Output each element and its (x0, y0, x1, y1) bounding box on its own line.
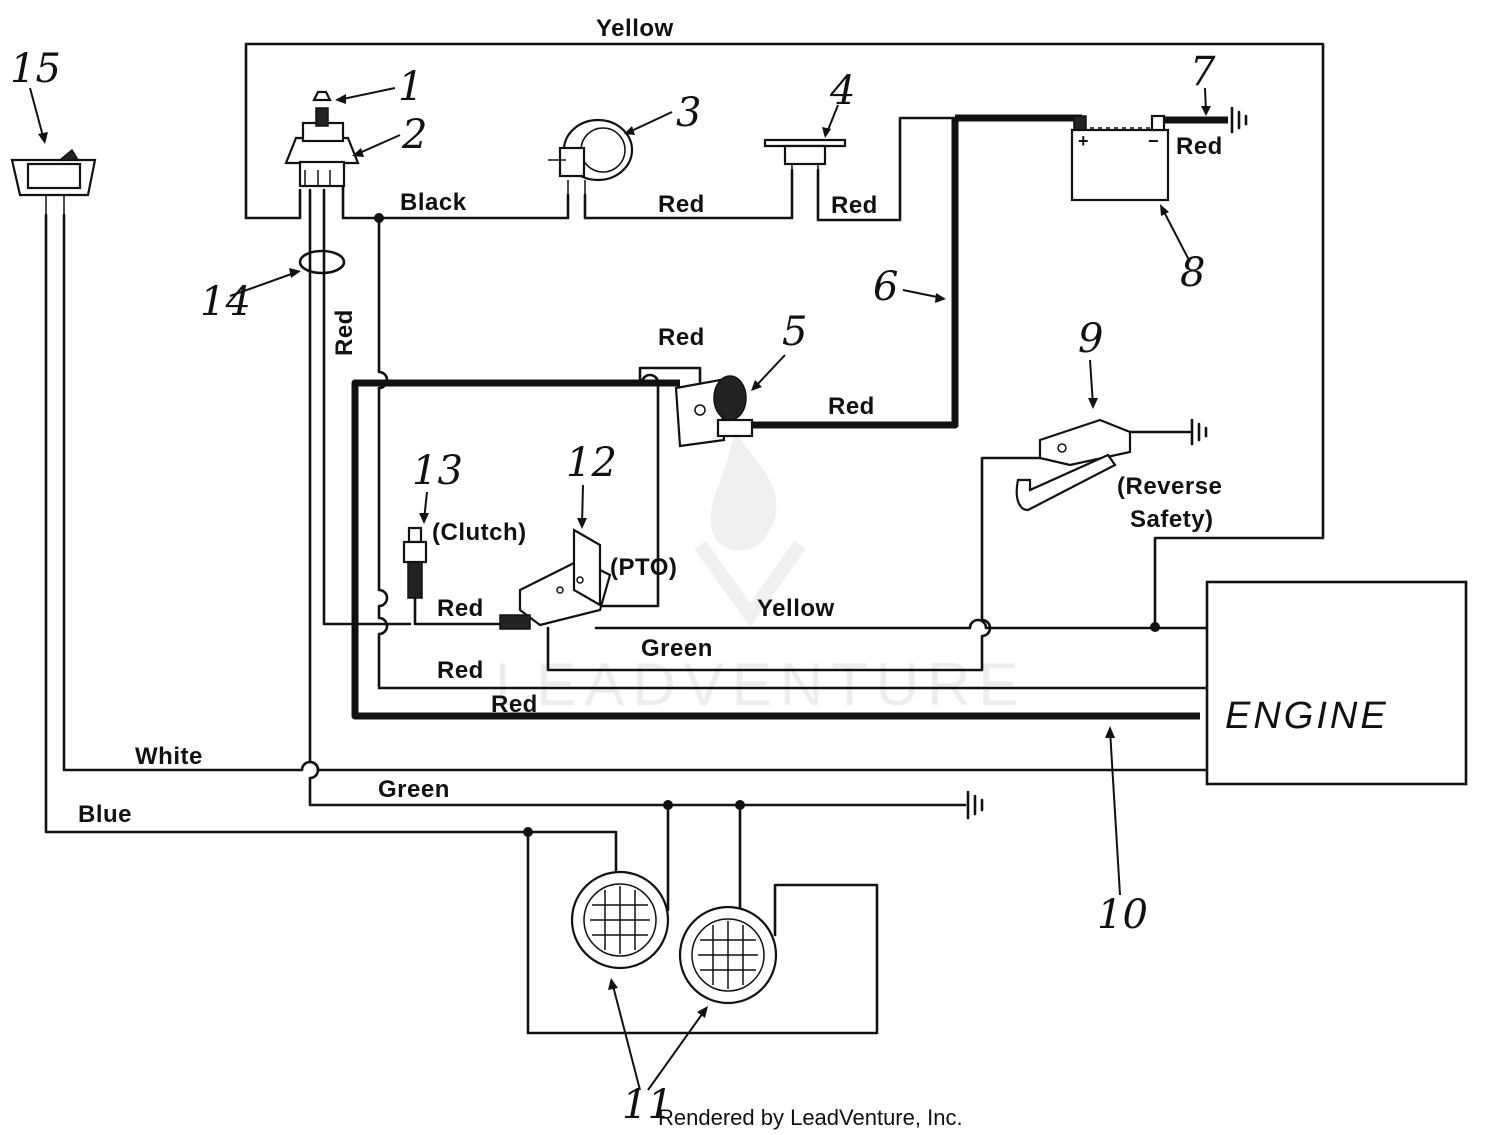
label-blue: Blue (78, 801, 132, 828)
label-yellow-top: Yellow (596, 15, 674, 42)
label-green-low: Green (378, 776, 450, 803)
label-red-5-top: Red (658, 324, 705, 351)
wire-labels: Yellow Black Red Red Red Red Red Red Red… (78, 15, 1223, 828)
engine-label: ENGINE (1225, 695, 1389, 737)
callout-5: 5 (782, 309, 807, 355)
label-red-battery: Red (1176, 133, 1223, 160)
callout-12: 12 (566, 440, 617, 486)
label-red-clutch: Red (437, 595, 484, 622)
ground-symbols (966, 106, 1248, 820)
white-wire (62, 213, 1209, 772)
label-red-harness: Red (331, 309, 358, 356)
callout-2: 2 (401, 112, 427, 158)
callout-13: 13 (412, 448, 463, 494)
junctions (374, 213, 1160, 837)
callout-arrows (29, 87, 1211, 1091)
label-clutch: (Clutch) (432, 519, 527, 546)
callout-10: 10 (1097, 892, 1148, 938)
callout-9: 9 (1078, 316, 1103, 362)
battery: + − (1070, 114, 1170, 202)
battery-minus: − (1148, 131, 1159, 151)
wires (44, 42, 1325, 1035)
label-red-5-right: Red (828, 393, 875, 420)
battery-cable (752, 114, 1082, 429)
callout-7: 7 (1190, 49, 1216, 95)
callout-3: 3 (676, 90, 701, 136)
callout-15: 15 (10, 46, 61, 92)
label-green-mid: Green (641, 635, 713, 662)
label-red-3-4: Red (658, 191, 705, 218)
label-pto: (PTO) (610, 554, 677, 581)
pto-switch (499, 528, 612, 630)
callout-1: 1 (398, 64, 423, 110)
fuse-holder (763, 138, 847, 176)
label-yellow-mid: Yellow (757, 595, 835, 622)
clutch-switch (402, 526, 428, 599)
harness-tie (298, 249, 346, 275)
starter-solenoid (674, 375, 754, 448)
headlights (570, 870, 778, 1005)
yellow-engine-wire (594, 618, 1209, 630)
black-wire (341, 183, 570, 220)
red-clutch-wire (413, 596, 514, 626)
red-wire-4 (816, 116, 957, 222)
component-labels: (Clutch) (PTO) (Reverse Safety) (432, 473, 1222, 581)
watermark: LEADVENTURE (495, 430, 1026, 718)
harness-wire-2 (322, 188, 412, 626)
reverse-safety-switch (1015, 418, 1132, 512)
light-circuit (526, 828, 879, 1035)
callout-8: 8 (1180, 250, 1205, 296)
blue-wire (44, 213, 618, 892)
label-black: Black (400, 189, 467, 216)
watermark-text: LEADVENTURE (495, 651, 1026, 718)
callout-11: 11 (622, 1082, 673, 1128)
label-reverse-2: Safety) (1130, 506, 1214, 533)
label-white: White (135, 743, 203, 770)
callout-4: 4 (829, 68, 855, 114)
light-switch (10, 148, 97, 215)
label-red-low2: Red (491, 691, 538, 718)
label-red-low1: Red (437, 657, 484, 684)
red-solenoid-top (638, 366, 702, 385)
label-reverse-1: (Reverse (1117, 473, 1222, 500)
credit-text: Rendered by LeadVenture, Inc. (658, 1105, 963, 1130)
label-red-4-6: Red (831, 192, 878, 219)
heavy-red-loop (351, 379, 1200, 720)
red-wire-3-4 (583, 168, 794, 220)
ignition-switch (284, 90, 360, 188)
callout-numbers: 1 2 3 4 5 6 7 8 9 10 11 12 13 14 15 (10, 46, 1216, 1128)
callout-14: 14 (200, 279, 251, 325)
callout-6: 6 (873, 264, 898, 310)
reverse-safety-wire (546, 456, 1042, 672)
red-solenoid-wire (594, 373, 660, 608)
engine: ENGINE (1205, 580, 1468, 786)
battery-plus: + (1078, 131, 1089, 151)
yellow-top-wire (244, 42, 1325, 629)
hour-gauge (548, 118, 634, 196)
